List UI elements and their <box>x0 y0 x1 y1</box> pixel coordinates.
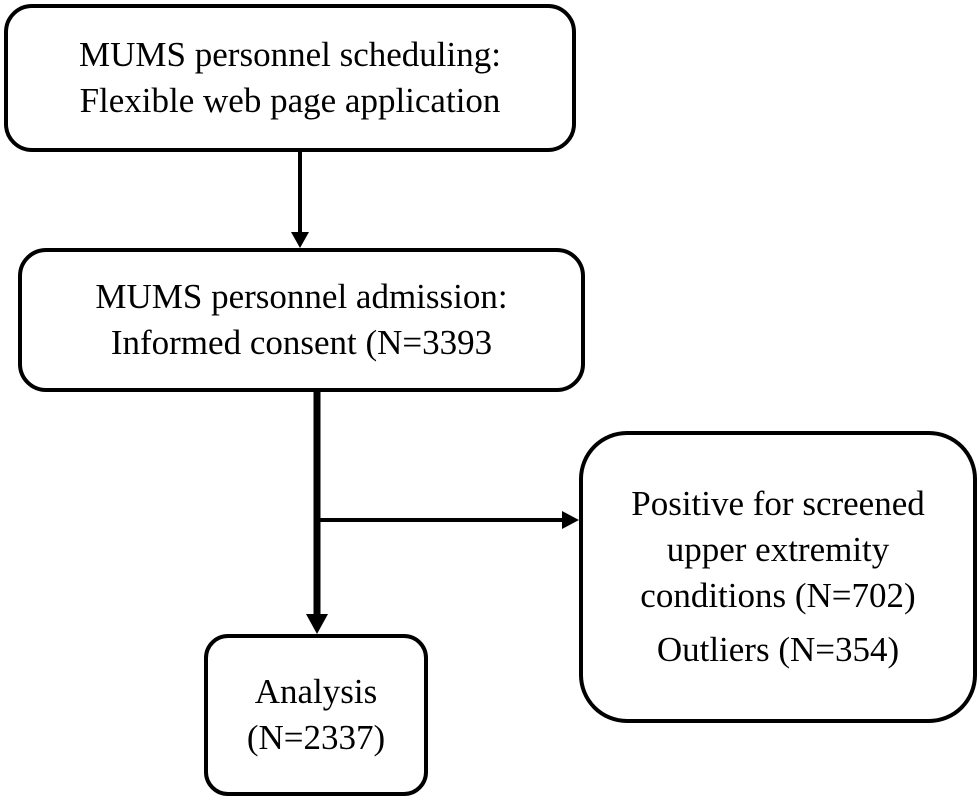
admission-line-2: Informed consent (N=3393 <box>110 323 493 362</box>
scheduling-box: MUMS personnel scheduling: Flexible web … <box>4 4 576 152</box>
analysis-box: Analysis (N=2337) <box>204 634 428 796</box>
excluded-line-1: Positive for screened <box>631 484 925 523</box>
excluded-line-4: Outliers (N=354) <box>656 630 900 669</box>
analysis-line-2: (N=2337) <box>246 718 386 757</box>
excluded-line-2: upper extremity <box>666 530 890 569</box>
analysis-line-1: Analysis <box>254 672 378 711</box>
scheduling-line-1: MUMS personnel scheduling: <box>79 35 501 74</box>
excluded-box: Positive for screened upper extremity co… <box>579 431 977 723</box>
arrowhead-excluded <box>562 511 579 529</box>
admission-box: MUMS personnel admission: Informed conse… <box>18 248 585 392</box>
excluded-line-3: conditions (N=702) <box>640 576 916 615</box>
arrowhead-admission <box>291 232 309 248</box>
arrowhead-analysis <box>306 614 328 634</box>
scheduling-line-2: Flexible web page application <box>79 81 501 120</box>
admission-line-1: MUMS personnel admission: <box>95 277 508 316</box>
